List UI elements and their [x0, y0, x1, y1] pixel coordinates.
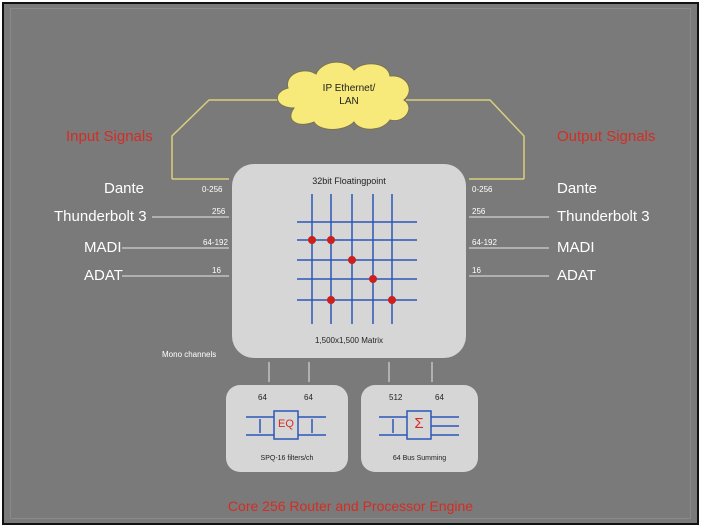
inner-border: [10, 8, 691, 519]
network-link-left: [171, 99, 294, 179]
eq-symbol: EQ: [278, 418, 294, 430]
sum-output-count: 64: [435, 393, 444, 402]
eq-caption: SPQ-16 filters/ch: [260, 455, 314, 462]
input-count-madi: 64-192: [203, 238, 228, 247]
crosspoint-node: [327, 296, 335, 304]
output-signals-title: Output Signals: [557, 128, 656, 145]
cloud-label-line1: IP Ethernet/: [322, 83, 376, 94]
routing-matrix-block: 32bit Floatingpoint: [232, 164, 466, 358]
cloud-shape: [277, 61, 410, 130]
eq-input-count: 64: [258, 393, 267, 402]
network-link-right: [406, 99, 525, 179]
input-label-madi: MADI: [84, 239, 122, 256]
summing-processor-block: 512 64 Σ 64 Bus Summing: [361, 385, 478, 472]
input-signals-title: Input Signals: [66, 128, 153, 145]
output-label-adat: ADAT: [557, 267, 596, 284]
crosspoint-node: [327, 236, 335, 244]
matrix-footer: 1,500x1,500 Matrix: [314, 336, 384, 345]
eq-output-count: 64: [304, 393, 313, 402]
crosspoint-grid: [297, 194, 417, 324]
output-label-madi: MADI: [557, 239, 595, 256]
crosspoint-node: [308, 236, 316, 244]
sum-input-count: 512: [389, 393, 403, 402]
input-count-adat: 16: [212, 266, 221, 275]
output-count-madi: 64-192: [472, 238, 497, 247]
eq-processor-block: 64 64 EQ SPQ-16 filters/ch: [226, 385, 348, 472]
crosspoint-node: [369, 275, 377, 283]
input-label-dante: Dante: [104, 180, 145, 197]
crosspoint-node: [388, 296, 396, 304]
sum-symbol: Σ: [414, 415, 424, 432]
output-count-adat: 16: [472, 266, 481, 275]
sum-symbol-graphic: [379, 410, 459, 440]
mono-channels-label: Mono channels: [162, 350, 217, 359]
engine-title: Core 256 Router and Processor Engine: [227, 498, 474, 514]
cloud-label-line2: LAN: [339, 96, 359, 107]
input-label-thunderbolt: Thunderbolt 3: [54, 208, 147, 225]
matrix-header: 32bit Floatingpoint: [312, 176, 386, 186]
output-label-thunderbolt: Thunderbolt 3: [557, 208, 650, 225]
output-count-dante: 0-256: [472, 185, 493, 194]
cloud-label: IP Ethernet/ LAN: [304, 82, 394, 108]
crosspoint-node: [348, 256, 356, 264]
sum-caption: 64 Bus Summing: [392, 455, 447, 462]
connector-lines: [122, 61, 549, 382]
input-count-thunderbolt: 256: [212, 207, 226, 216]
output-label-dante: Dante: [557, 180, 598, 197]
input-label-adat: ADAT: [84, 267, 123, 284]
eq-symbol-graphic: [246, 410, 326, 440]
input-count-dante: 0-256: [202, 185, 223, 194]
output-count-thunderbolt: 256: [472, 207, 486, 216]
